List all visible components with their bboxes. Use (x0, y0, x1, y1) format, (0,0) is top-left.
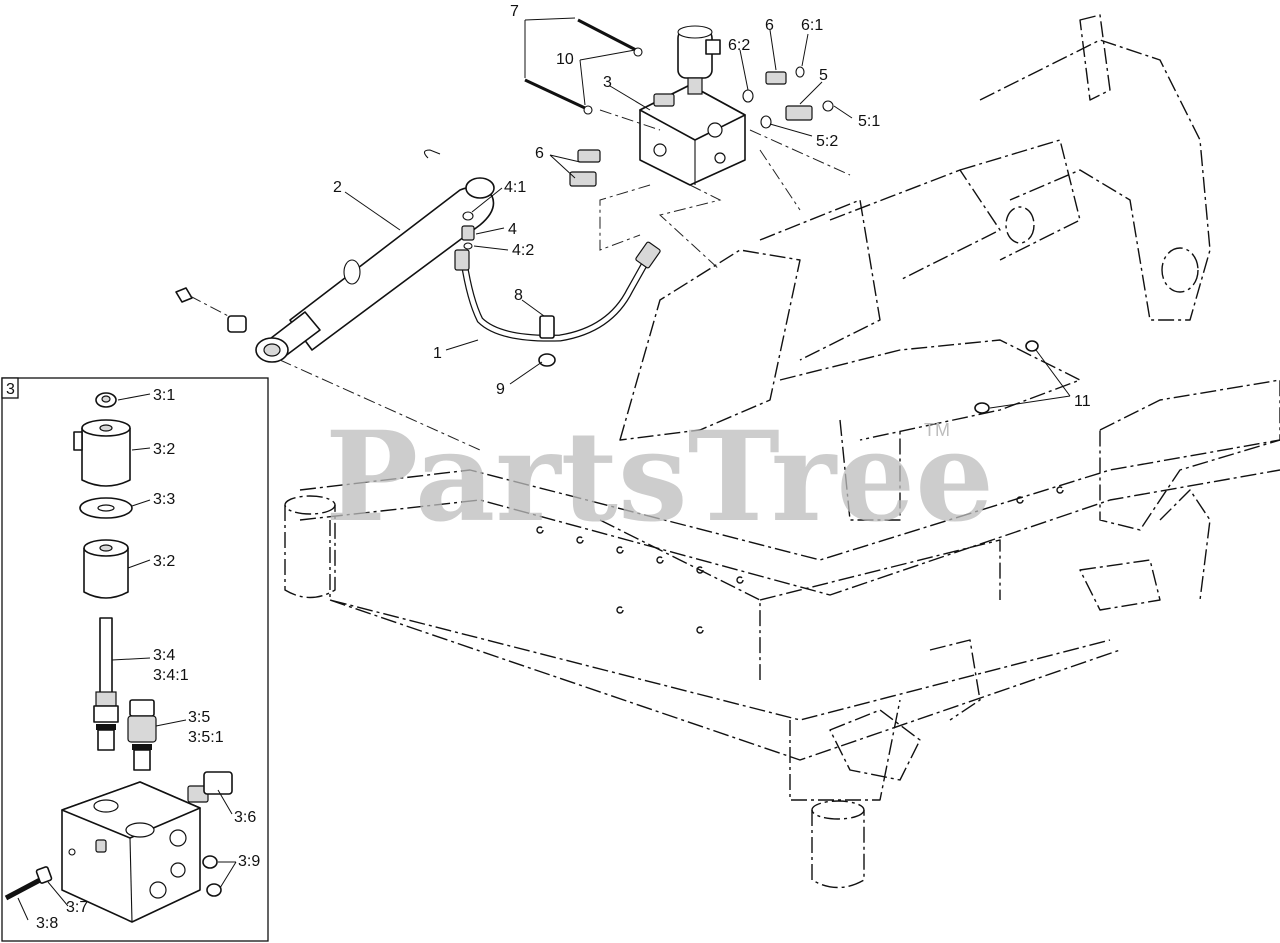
inset-detail-3: 3 (1, 377, 269, 942)
hydraulic-hose (454, 211, 661, 367)
callout-3-4: 3:4 (153, 647, 175, 664)
fitting (742, 66, 805, 103)
watermark-trademark: TM (924, 420, 950, 440)
hose-clamp (539, 315, 555, 339)
callout-4: 4 (508, 221, 517, 238)
callout-7: 7 (510, 3, 519, 20)
callout-3-2-upper: 3:2 (153, 441, 175, 458)
callout-1: 1 (433, 345, 442, 362)
callout-3-5: 3:5 (188, 709, 210, 726)
callout-5: 5 (819, 67, 828, 84)
inset-tag: 3 (6, 381, 15, 398)
valve-assembly (524, 18, 851, 271)
callout-3-8: 3:8 (36, 915, 58, 932)
callout-8: 8 (514, 287, 523, 304)
callout-6-left: 6 (535, 145, 544, 162)
callout-3-4-1: 3:4:1 (153, 667, 189, 684)
callout-3-9: 3:9 (238, 853, 260, 870)
nut (974, 402, 990, 414)
callout-9: 9 (496, 381, 505, 398)
callout-6-top: 6 (765, 17, 774, 34)
clamp-nut (538, 353, 556, 367)
callout-labels: 7 6 6:1 6:2 10 3 5 5:1 5:2 6 2 4:1 4 4:2… (333, 3, 1091, 410)
callout-3-3: 3:3 (153, 491, 175, 508)
nut (1025, 340, 1039, 352)
watermark: PartsTree TM (325, 405, 994, 550)
callout-10: 10 (556, 51, 574, 68)
leader-lines (344, 17, 1071, 409)
fitting (569, 149, 601, 187)
callout-3-6: 3:6 (234, 809, 256, 826)
callout-3-5-1: 3:5:1 (188, 729, 224, 746)
callout-4-2: 4:2 (512, 242, 534, 259)
callout-3-7: 3:7 (66, 899, 88, 916)
hydraulic-cylinder (175, 149, 495, 451)
watermark-text: PartsTree (325, 405, 994, 550)
callout-5-2: 5:2 (816, 133, 838, 150)
callout-6-2: 6:2 (728, 37, 750, 54)
callout-4-1: 4:1 (504, 179, 526, 196)
callout-5-1: 5:1 (858, 113, 880, 130)
callout-3-2-lower: 3:2 (153, 553, 175, 570)
callout-3: 3 (603, 74, 612, 91)
callout-2: 2 (333, 179, 342, 196)
fitting (760, 100, 834, 129)
chassis-frame (284, 14, 1280, 889)
callout-11: 11 (1074, 393, 1091, 410)
callout-6-1: 6:1 (801, 17, 823, 34)
callout-3-1: 3:1 (153, 387, 175, 404)
